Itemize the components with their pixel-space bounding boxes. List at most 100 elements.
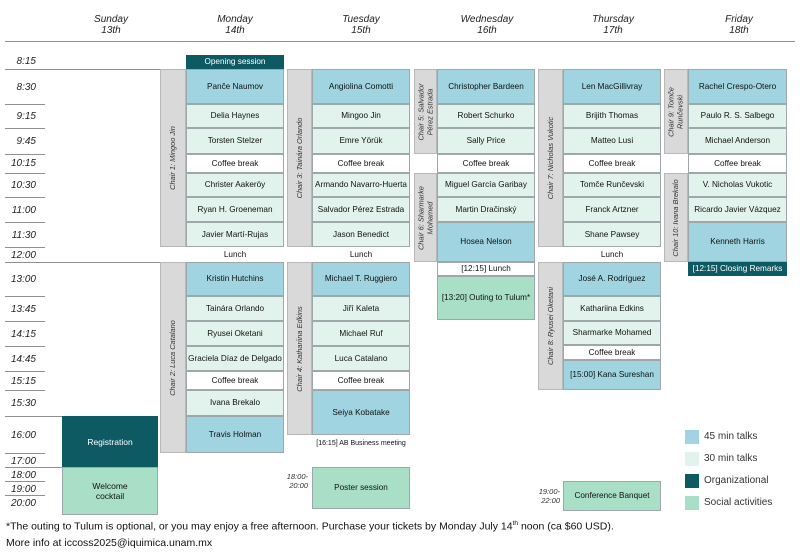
footnote-outing: *The outing to Tulum is optional, or you… bbox=[6, 520, 614, 533]
day-name: Friday bbox=[725, 14, 753, 25]
day-name: Wednesday bbox=[460, 14, 514, 25]
grid-line bbox=[5, 262, 165, 263]
talk-block: Armando Navarro-Huerta bbox=[312, 173, 410, 197]
outing-block: [13:20] Outing to Tulum* bbox=[437, 276, 535, 320]
talk-block: Hosea Nelson bbox=[437, 222, 535, 262]
banquet-time-label: 19:00- 22:00 bbox=[538, 487, 560, 505]
chair-label: Chair 7: Nicholas Vukotic bbox=[545, 116, 555, 200]
footnote-superscript: th bbox=[512, 520, 519, 527]
talk-block: Jiří Kaleta bbox=[312, 296, 410, 321]
chair-6-column: Chair 6: Sharmarke Mohamed bbox=[414, 173, 437, 262]
day-date: 14th bbox=[225, 25, 245, 36]
time-label: 8:15 bbox=[16, 56, 36, 67]
chair-7-column: Chair 7: Nicholas Vukotic bbox=[538, 69, 563, 247]
coffee-break-block: Coffee break bbox=[437, 154, 535, 173]
day-date: 15th bbox=[351, 25, 371, 36]
grid-line bbox=[5, 453, 45, 454]
talk-block: Sally Price bbox=[437, 128, 535, 154]
day-name: Thursday bbox=[592, 14, 634, 25]
coffee-break-block: Coffee break bbox=[186, 154, 284, 173]
talk-block: Seiya Kobatake bbox=[312, 390, 410, 435]
talk-block: Len MacGillivray bbox=[563, 69, 661, 104]
grid-line bbox=[5, 346, 45, 347]
chair-4-column: Chair 4: Kathariina Edkins bbox=[287, 262, 312, 435]
time-label: 20:00 bbox=[10, 498, 36, 509]
legend-swatch-45min bbox=[685, 430, 699, 444]
time-label: 17:00 bbox=[10, 456, 36, 467]
lunch-block: Lunch bbox=[186, 247, 284, 262]
talk-block: Paulo R. S. Salbego bbox=[688, 104, 787, 128]
chair-5-column: Chair 5: Salvador Pérez Estrada bbox=[414, 69, 437, 154]
grid-line bbox=[5, 222, 45, 223]
talk-block: Christer Aakeröy bbox=[186, 173, 284, 197]
time-label: 19:00 bbox=[10, 484, 36, 495]
time-label: 11:00 bbox=[11, 205, 36, 216]
time-label: 14:45 bbox=[10, 354, 36, 365]
time-label: 11:30 bbox=[11, 230, 36, 241]
time-label: 18:00 bbox=[10, 470, 36, 481]
talk-block: Panče Naumov bbox=[186, 69, 284, 104]
day-name: Tuesday bbox=[342, 14, 380, 25]
footnote-text: noon (ca $60 USD). bbox=[518, 520, 614, 533]
talk-block: Graciela Díaz de Delgado bbox=[186, 346, 284, 371]
day-date: 16th bbox=[477, 25, 497, 36]
grid-line bbox=[5, 495, 45, 496]
legend-label-organizational: Organizational bbox=[704, 475, 769, 486]
talk-block: Angiolina Comotti bbox=[312, 69, 410, 104]
legend-swatch-30min bbox=[685, 452, 699, 466]
day-date: 17th bbox=[603, 25, 623, 36]
grid-line bbox=[5, 154, 45, 155]
legend-label-45min: 45 min talks bbox=[704, 431, 758, 442]
grid-line bbox=[5, 416, 115, 417]
time-label: 12:00 bbox=[10, 250, 36, 261]
talk-block: Delia Haynes bbox=[186, 104, 284, 128]
lunch-block: Lunch bbox=[563, 247, 661, 262]
talk-block: Ryusei Oketani bbox=[186, 321, 284, 346]
talk-block: Travis Holman bbox=[186, 416, 284, 453]
coffee-break-block: Coffee break bbox=[563, 154, 661, 173]
grid-line bbox=[5, 481, 45, 482]
time-label: 9:45 bbox=[16, 136, 36, 147]
time-label: 9:15 bbox=[16, 111, 36, 122]
poster-session-block: Poster session bbox=[312, 467, 410, 509]
chair-label: Chair 4: Kathariina Edkins bbox=[294, 305, 304, 392]
grid-line bbox=[5, 173, 45, 174]
chair-label: Chair 9: Tomče Runčevski bbox=[666, 86, 685, 137]
registration-block: Registration bbox=[62, 416, 158, 467]
grid-line bbox=[5, 69, 165, 70]
chair-label: Chair 8: Ryusei Oketani bbox=[545, 286, 555, 366]
talk-block: Tainára Orlando bbox=[186, 296, 284, 321]
grid-line bbox=[5, 321, 45, 322]
chair-8-column: Chair 8: Ryusei Oketani bbox=[538, 262, 563, 390]
time-label: 13:45 bbox=[10, 304, 36, 315]
time-label: 16:00 bbox=[10, 430, 36, 441]
talk-block: [15:00] Kana Sureshan bbox=[563, 360, 661, 390]
talk-block: Matteo Lusi bbox=[563, 128, 661, 154]
talk-block: Rachel Crespo-Otero bbox=[688, 69, 787, 104]
talk-block: Ricardo Javier Vázquez bbox=[688, 197, 787, 222]
talk-block: Robert Schurko bbox=[437, 104, 535, 128]
talk-block: Kathariina Edkins bbox=[563, 296, 661, 321]
talk-block: Miguel García Garibay bbox=[437, 173, 535, 197]
grid-line bbox=[5, 128, 45, 129]
coffee-break-block: Coffee break bbox=[688, 154, 787, 173]
legend-label-social: Social activities bbox=[704, 497, 773, 508]
talk-block: Ivana Brekalo bbox=[186, 390, 284, 416]
talk-block: Ryan H. Groeneman bbox=[186, 197, 284, 222]
chair-2-column: Chair 2: Luca Catalano bbox=[160, 262, 186, 453]
grid-line bbox=[5, 467, 115, 468]
time-label: 10:15 bbox=[10, 158, 36, 169]
talk-block: Martin Dračinský bbox=[437, 197, 535, 222]
talk-block: Luca Catalano bbox=[312, 346, 410, 371]
talk-block: Kenneth Harris bbox=[688, 222, 787, 262]
talk-block: V. Nicholas Vukotic bbox=[688, 173, 787, 197]
time-label: 15:30 bbox=[10, 398, 36, 409]
chair-9-column: Chair 9: Tomče Runčevski bbox=[664, 69, 688, 154]
conference-banquet-block: Conference Banquet bbox=[563, 481, 661, 511]
legend-swatch-social bbox=[685, 496, 699, 510]
talk-block: Michael Anderson bbox=[688, 128, 787, 154]
time-label: 10:30 bbox=[10, 180, 36, 191]
